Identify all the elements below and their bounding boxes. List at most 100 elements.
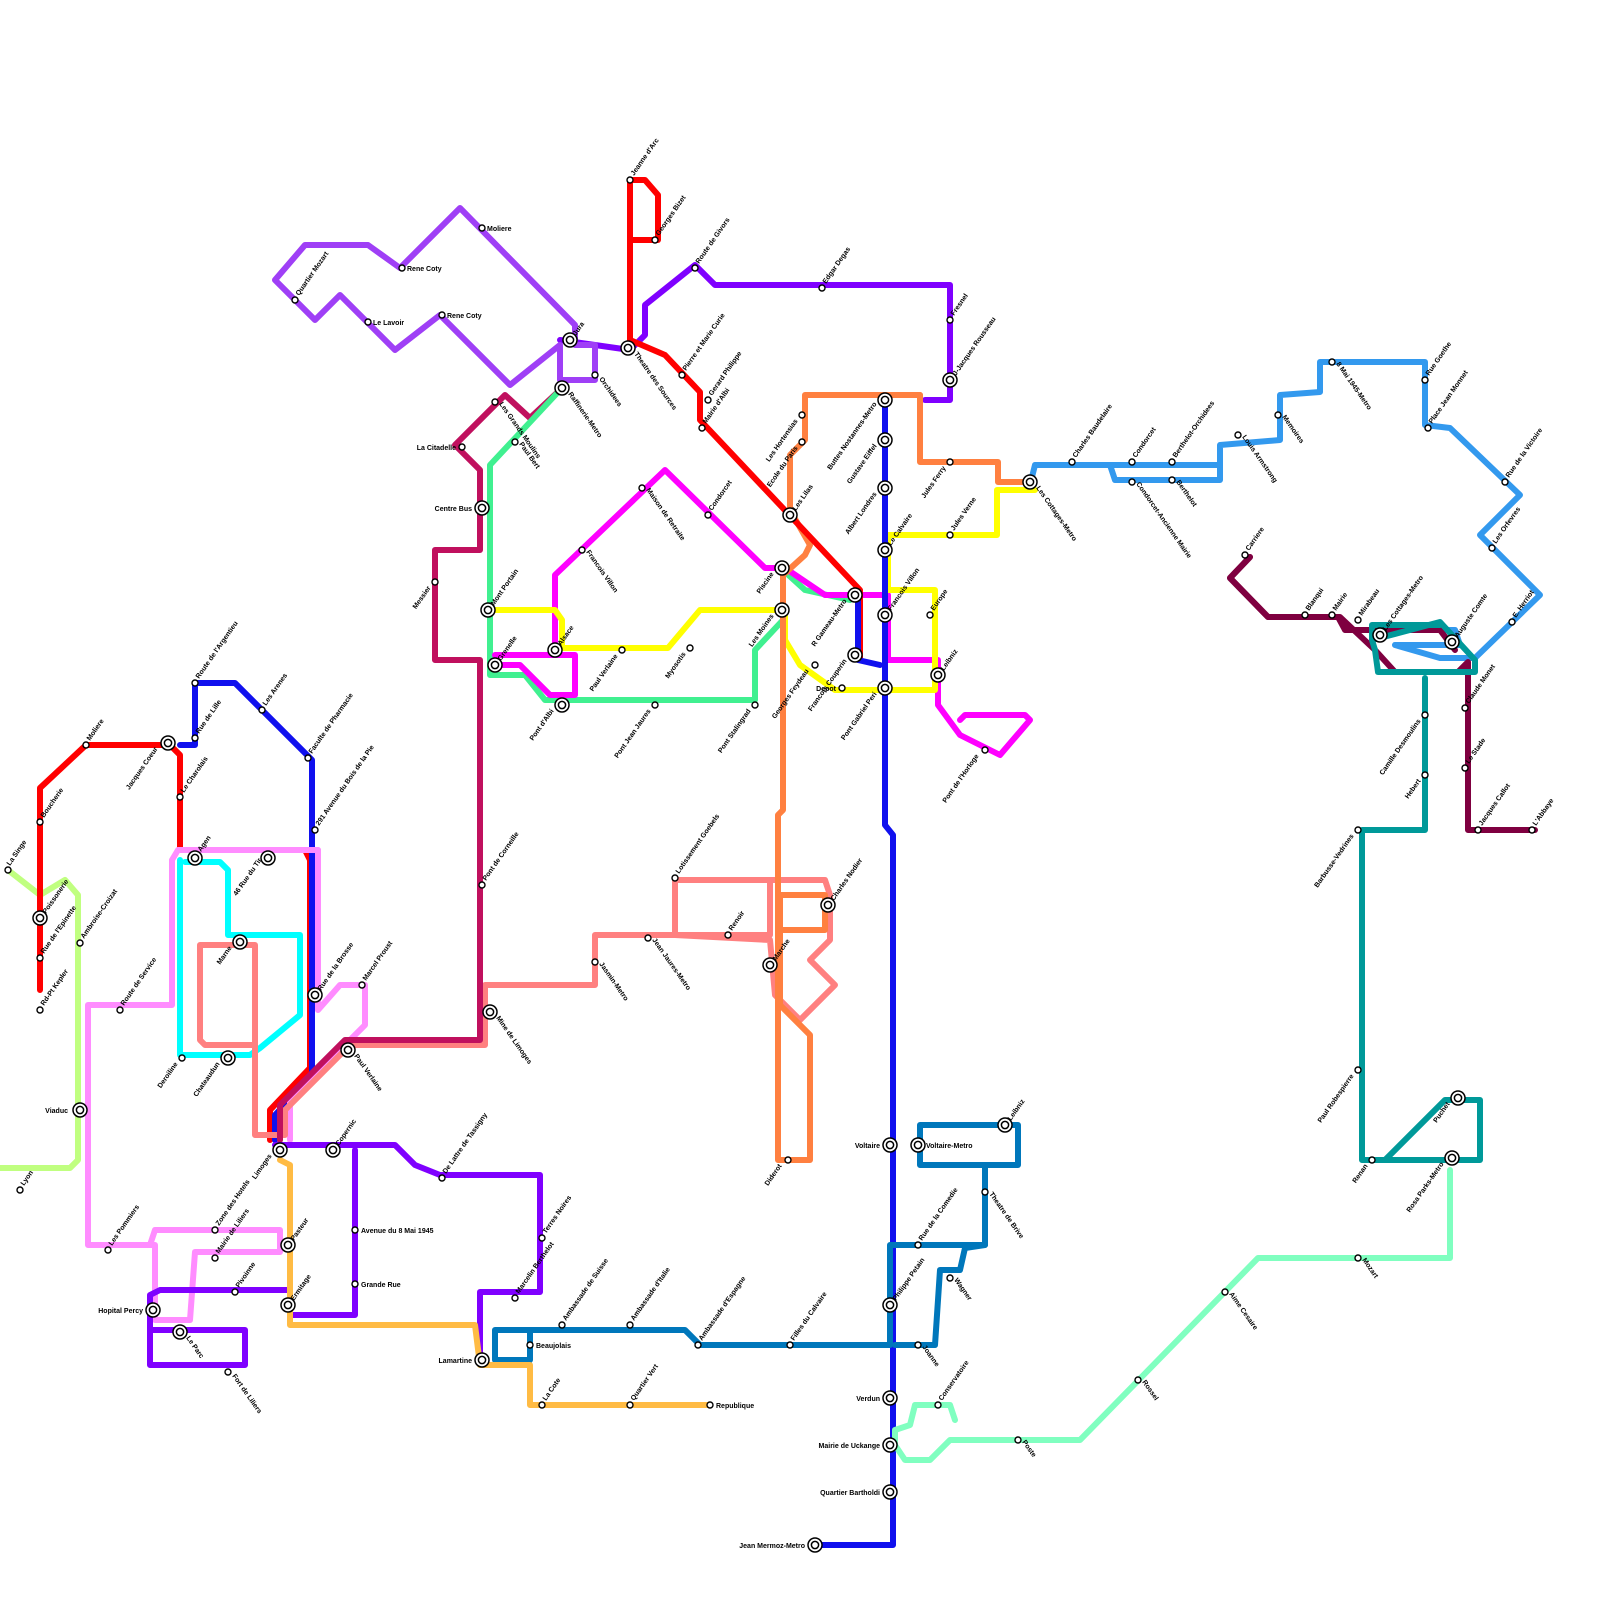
station-av-bois[interactable] <box>311 826 319 834</box>
station-deroiline[interactable] <box>178 1054 186 1062</box>
station-les-cottages[interactable] <box>1022 474 1038 490</box>
station-orchidees[interactable] <box>591 371 599 379</box>
station-le-calvaire[interactable] <box>877 542 893 558</box>
station-ambassade-espagne[interactable] <box>694 1341 702 1349</box>
station-les-lilas[interactable] <box>782 507 798 523</box>
station-le-lavoir[interactable] <box>364 318 372 326</box>
station-raffinerie[interactable] <box>554 380 570 396</box>
station-auguste-comte[interactable] <box>1444 634 1460 650</box>
station-grande-rue[interactable] <box>351 1280 359 1288</box>
station-mairie-uckange[interactable] <box>882 1437 898 1453</box>
station-route-argentieu[interactable] <box>191 679 199 687</box>
station-ecole-paris[interactable] <box>798 438 806 446</box>
station-quartier-bartholdi[interactable] <box>882 1484 898 1500</box>
station-philippe-petain[interactable] <box>882 1297 898 1313</box>
station-ermitage[interactable] <box>280 1297 296 1313</box>
station-fort-liliers[interactable] <box>224 1368 232 1376</box>
station-viaduc[interactable] <box>72 1102 88 1118</box>
station-l-abbaye[interactable] <box>1528 826 1536 834</box>
station-quartier-vert[interactable] <box>626 1401 634 1409</box>
station-carriere[interactable] <box>1241 551 1249 559</box>
station-paul-verlaine-c[interactable] <box>618 646 626 654</box>
station-filles-calvaire[interactable] <box>786 1341 794 1349</box>
station-quartier-mozart[interactable] <box>291 296 299 304</box>
station-hebert[interactable] <box>1421 771 1429 779</box>
station-jeanne-arc[interactable] <box>626 176 634 184</box>
station-aime-cesaire[interactable] <box>1221 1288 1229 1296</box>
station-la-singe[interactable] <box>4 866 12 874</box>
station-marche[interactable] <box>762 957 778 973</box>
station-pont-corneille[interactable] <box>478 881 486 889</box>
station-rue-epinette[interactable] <box>36 954 44 962</box>
station-moliere-n[interactable] <box>478 224 486 232</box>
station-gustave-eiffel[interactable] <box>877 432 893 448</box>
station-pont-horloge[interactable] <box>981 746 989 754</box>
station-les-pommiers[interactable] <box>104 1246 112 1254</box>
station-jacques-callot[interactable] <box>1474 826 1482 834</box>
station-francois-villon-c[interactable] <box>578 546 586 554</box>
station-rue-victoire[interactable] <box>1501 478 1509 486</box>
station-mont-portain[interactable] <box>480 602 496 618</box>
station-rue-brosse[interactable] <box>307 987 323 1003</box>
station-centre-bus[interactable] <box>474 500 490 516</box>
station-mai-1945[interactable] <box>1328 358 1336 366</box>
station-charles-nodier[interactable] <box>820 897 836 913</box>
station-av-8-mai[interactable] <box>351 1226 359 1234</box>
station-rossel[interactable] <box>1134 1376 1142 1384</box>
station-faculte-pharmacie[interactable] <box>304 754 312 762</box>
station-jura[interactable] <box>562 332 578 348</box>
station-republique[interactable] <box>706 1401 714 1409</box>
station-puchet[interactable] <box>1450 1090 1466 1106</box>
station-mirabeau[interactable] <box>1354 616 1362 624</box>
station-mairie-e[interactable] <box>1328 611 1336 619</box>
station-condorcet-ancienne[interactable] <box>1128 478 1136 486</box>
station-berthelot-orchidees[interactable] <box>1168 458 1176 466</box>
station-depot[interactable] <box>838 684 846 692</box>
station-jacques-coeur[interactable] <box>160 735 176 751</box>
station-boucherie[interactable] <box>36 818 44 826</box>
station-rd-pt-kepler[interactable] <box>36 1006 44 1014</box>
station-marne[interactable] <box>232 934 248 950</box>
station-georges-feydeau[interactable] <box>811 661 819 669</box>
station-memoires[interactable] <box>1274 411 1282 419</box>
station-marcelin-berthelot[interactable] <box>511 1294 519 1302</box>
station-jules-verne[interactable] <box>946 531 954 539</box>
station-albert-londres[interactable] <box>877 480 893 496</box>
station-zone-hotels[interactable] <box>211 1226 219 1234</box>
station-beaujolais[interactable] <box>526 1341 534 1349</box>
station-buttes[interactable] <box>877 392 893 408</box>
station-rue-tir[interactable] <box>260 850 276 866</box>
station-lamartine[interactable] <box>474 1352 490 1368</box>
station-pont-albi[interactable] <box>554 697 570 713</box>
station-berthelot[interactable] <box>1168 476 1176 484</box>
station-voltaire-metro[interactable] <box>910 1137 926 1153</box>
station-pivoinne[interactable] <box>231 1288 239 1296</box>
station-la-citadelle[interactable] <box>458 443 466 451</box>
station-maison-retraite[interactable] <box>638 484 646 492</box>
station-ambroise-croizat[interactable] <box>76 939 84 947</box>
station-myosotis[interactable] <box>686 644 694 652</box>
station-paul-verlaine-w[interactable] <box>340 1042 356 1058</box>
station-wagner[interactable] <box>946 1274 954 1282</box>
station-mairie-liliers[interactable] <box>211 1254 219 1262</box>
station-pierre-marie-curie[interactable] <box>678 371 686 379</box>
station-grenelle[interactable] <box>487 657 503 673</box>
station-rene-coty-1[interactable] <box>398 264 406 272</box>
station-les-orfevres[interactable] <box>1488 544 1496 552</box>
station-le-stade[interactable] <box>1461 764 1469 772</box>
station-paul-robespierre[interactable] <box>1354 1066 1362 1074</box>
station-joanne[interactable] <box>914 1341 922 1349</box>
station-e-herriot[interactable] <box>1508 618 1516 626</box>
station-mozart-e[interactable] <box>1354 1254 1362 1262</box>
station-theatre-brive[interactable] <box>981 1188 989 1196</box>
station-voltaire[interactable] <box>882 1137 898 1153</box>
station-ambassade-italie[interactable] <box>626 1321 634 1329</box>
station-verdun[interactable] <box>882 1390 898 1406</box>
station-rue-de-lille[interactable] <box>191 734 199 742</box>
station-limoges[interactable] <box>272 1142 288 1158</box>
station-messier[interactable] <box>431 578 439 586</box>
station-ambassade-suisse[interactable] <box>558 1321 566 1329</box>
station-hopital-percy[interactable] <box>145 1302 161 1318</box>
station-lotissement-goebels[interactable] <box>671 874 679 882</box>
station-pont-jean-jaures[interactable] <box>651 701 659 709</box>
